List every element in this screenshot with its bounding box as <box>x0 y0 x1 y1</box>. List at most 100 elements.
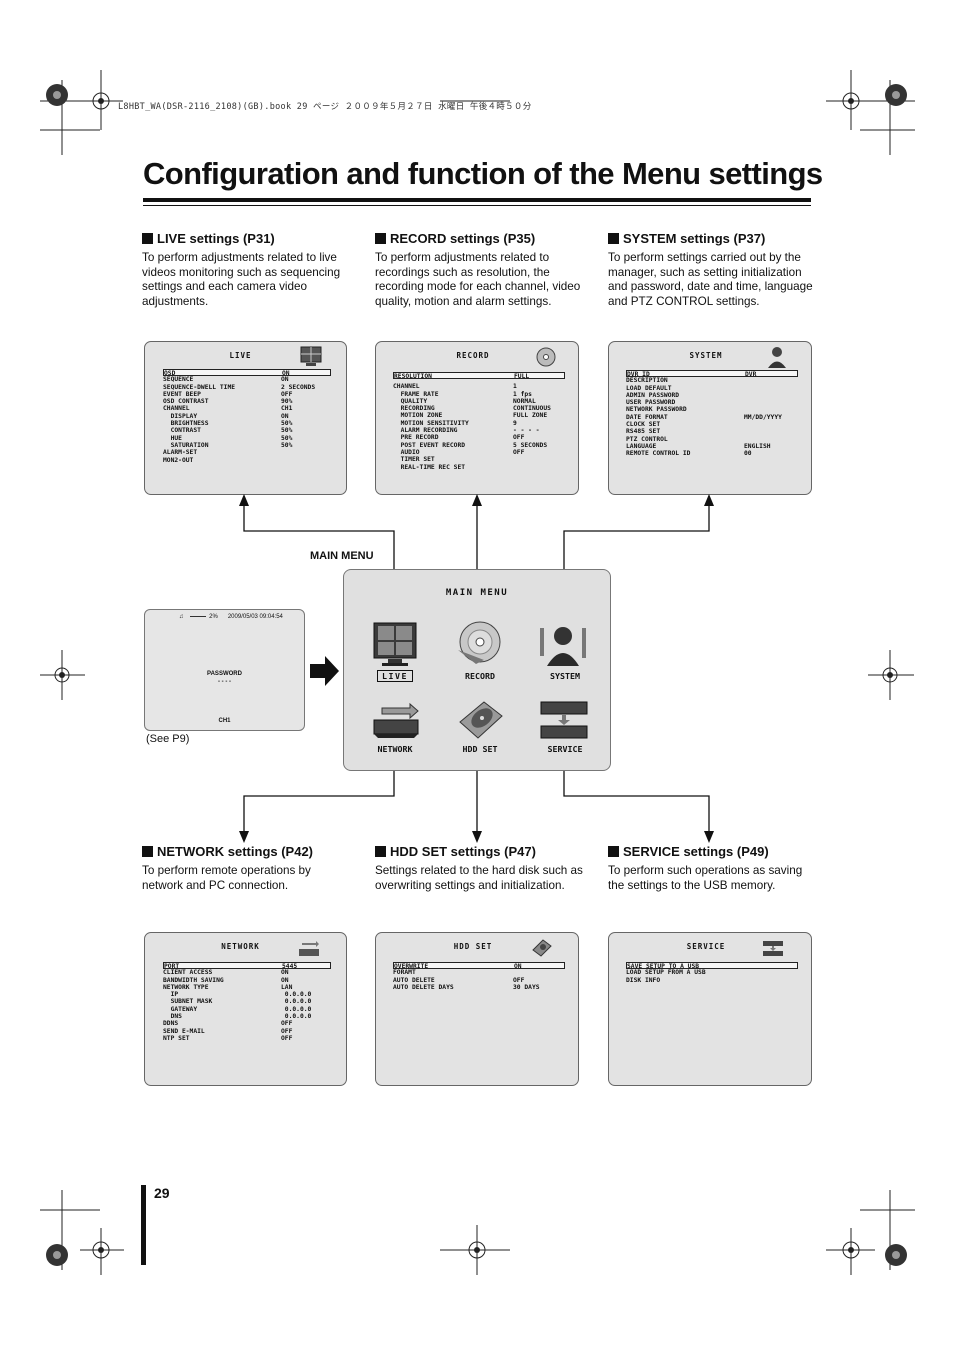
setting-label: BANDWIDTH SAVING <box>163 976 224 984</box>
setting-value: FULL ZONE <box>513 412 548 420</box>
page-number: 29 <box>154 1185 170 1201</box>
setting-label: DVR ID <box>627 371 650 378</box>
service-setting-row[interactable]: DISK INFO <box>626 977 798 984</box>
system-setting-row[interactable]: RS485 SET <box>626 428 798 435</box>
setting-label: LOAD DEFAULT <box>626 384 672 392</box>
record-setting-row[interactable]: ALARM RECORDING- - - - <box>393 427 565 434</box>
record-setting-row[interactable]: TIMER SET <box>393 456 565 463</box>
menu-item-live[interactable]: LIVE <box>355 670 435 682</box>
live-monitor-icon[interactable] <box>370 620 420 668</box>
setting-label: DESCRIPTION <box>626 377 668 385</box>
hdd-setting-row[interactable]: FORAMT <box>393 969 565 976</box>
network-setting-row[interactable]: DNS 0.0.0.0 <box>163 1013 331 1020</box>
setting-label: TIMER SET <box>393 456 435 464</box>
system-section: SYSTEM settings (P37) To perform setting… <box>608 231 818 309</box>
menu-item-hdd-set[interactable]: HDD SET <box>462 744 498 754</box>
network-setting-row[interactable]: IP 0.0.0.0 <box>163 991 331 998</box>
service-heading: SERVICE settings (P49) <box>608 844 818 859</box>
live-setting-row[interactable]: ALARM-SET <box>163 449 331 456</box>
menu-item-service[interactable]: SERVICE <box>547 744 583 754</box>
password-input[interactable]: - - - - <box>218 679 231 685</box>
audio-icon: ♫ <box>179 614 184 620</box>
network-setting-row[interactable]: GATEWAY 0.0.0.0 <box>163 1006 331 1013</box>
system-technician-icon[interactable] <box>537 620 589 668</box>
network-device-icon[interactable] <box>370 700 422 742</box>
title-rule <box>143 198 811 202</box>
setting-value: 50% <box>281 420 293 428</box>
title-rule-thin <box>143 205 811 206</box>
system-setting-row[interactable]: ADMIN PASSWORD <box>626 392 798 399</box>
system-setting-row[interactable]: PTZ CONTROL <box>626 436 798 443</box>
menu-item-network[interactable]: NETWORK <box>377 744 413 754</box>
setting-value: - - - - <box>513 427 540 435</box>
network-screen-title: NETWORK <box>221 942 260 951</box>
setting-label: FRAME RATE <box>393 390 439 398</box>
system-setting-row[interactable]: NETWORK PASSWORD <box>626 406 798 413</box>
hdd-icon[interactable] <box>454 698 506 742</box>
system-setting-row[interactable]: CLOCK SET <box>626 421 798 428</box>
service-section: SERVICE settings (P49) To perform such o… <box>608 844 818 893</box>
record-setting-row[interactable]: REAL-TIME REC SET <box>393 464 565 471</box>
system-setting-row[interactable]: DESCRIPTION <box>626 377 798 384</box>
system-heading: SYSTEM settings (P37) <box>608 231 818 246</box>
system-setting-row[interactable]: USER PASSWORD <box>626 399 798 406</box>
record-disc-icon[interactable] <box>454 620 506 668</box>
setting-label: DATE FORMAT <box>626 413 668 421</box>
network-setting-row[interactable]: SUBNET MASK 0.0.0.0 <box>163 998 331 1005</box>
setting-value: ON <box>281 376 289 384</box>
setting-value: 30 DAYS <box>513 983 540 991</box>
system-setting-row[interactable]: LOAD DEFAULT <box>626 385 798 392</box>
service-device-icon[interactable] <box>538 700 590 742</box>
menu-item-record[interactable]: RECORD <box>465 671 495 681</box>
setting-label: ALARM-SET <box>163 449 198 457</box>
menu-item-system[interactable]: SYSTEM <box>550 671 580 681</box>
setting-value: ENGLISH <box>744 442 771 450</box>
setting-value: 0.0.0.0 <box>281 1013 312 1021</box>
service-setting-row[interactable]: SAVE SETUP TO A USB <box>626 962 798 970</box>
setting-value: ON <box>514 963 522 970</box>
live-setting-row[interactable]: MON2-OUT <box>163 457 331 464</box>
setting-value: ON <box>281 412 289 420</box>
service-setting-row[interactable]: LOAD SETUP FROM A USB <box>626 969 798 976</box>
network-small-icon <box>299 941 319 956</box>
setting-label: MON2-OUT <box>163 456 194 464</box>
record-description: To perform adjustments related to record… <box>375 251 581 308</box>
